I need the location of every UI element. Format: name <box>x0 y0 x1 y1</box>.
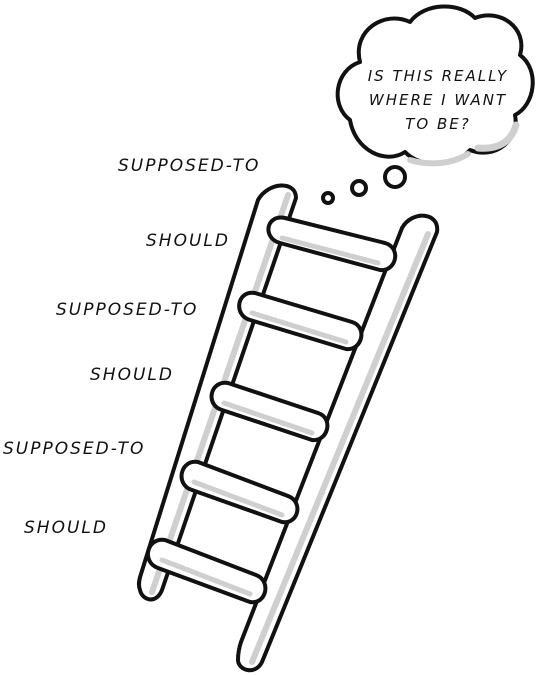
ladder-rung <box>209 380 330 443</box>
thought-line: TO BE? <box>405 115 471 133</box>
thought-bubble-large <box>383 165 407 189</box>
ladder-right-rail <box>236 213 440 673</box>
ladder-rung <box>179 459 300 525</box>
ladder-rung <box>146 537 268 605</box>
ladder-label-should: SHOULD <box>146 231 230 251</box>
ladder-label-supposed-to: SUPPOSED-TO <box>56 300 199 320</box>
ladder-label-supposed-to: SUPPOSED-TO <box>3 439 146 459</box>
ladder-rung <box>237 290 364 352</box>
thought-cloud <box>335 4 535 167</box>
ladder-label-supposed-to: SUPPOSED-TO <box>118 156 261 176</box>
thought-line: WHERE I WANT <box>368 91 508 109</box>
ladder-label-should: SHOULD <box>24 518 108 538</box>
thought-bubble-medium <box>350 179 368 197</box>
ladder-label-should: SHOULD <box>90 365 174 385</box>
thought-line: IS THIS REALLY <box>367 67 509 85</box>
ladder-rung <box>266 215 398 273</box>
thought-bubble-text: IS THIS REALLY WHERE I WANT TO BE? <box>352 64 524 136</box>
thought-bubble-small <box>321 191 335 205</box>
